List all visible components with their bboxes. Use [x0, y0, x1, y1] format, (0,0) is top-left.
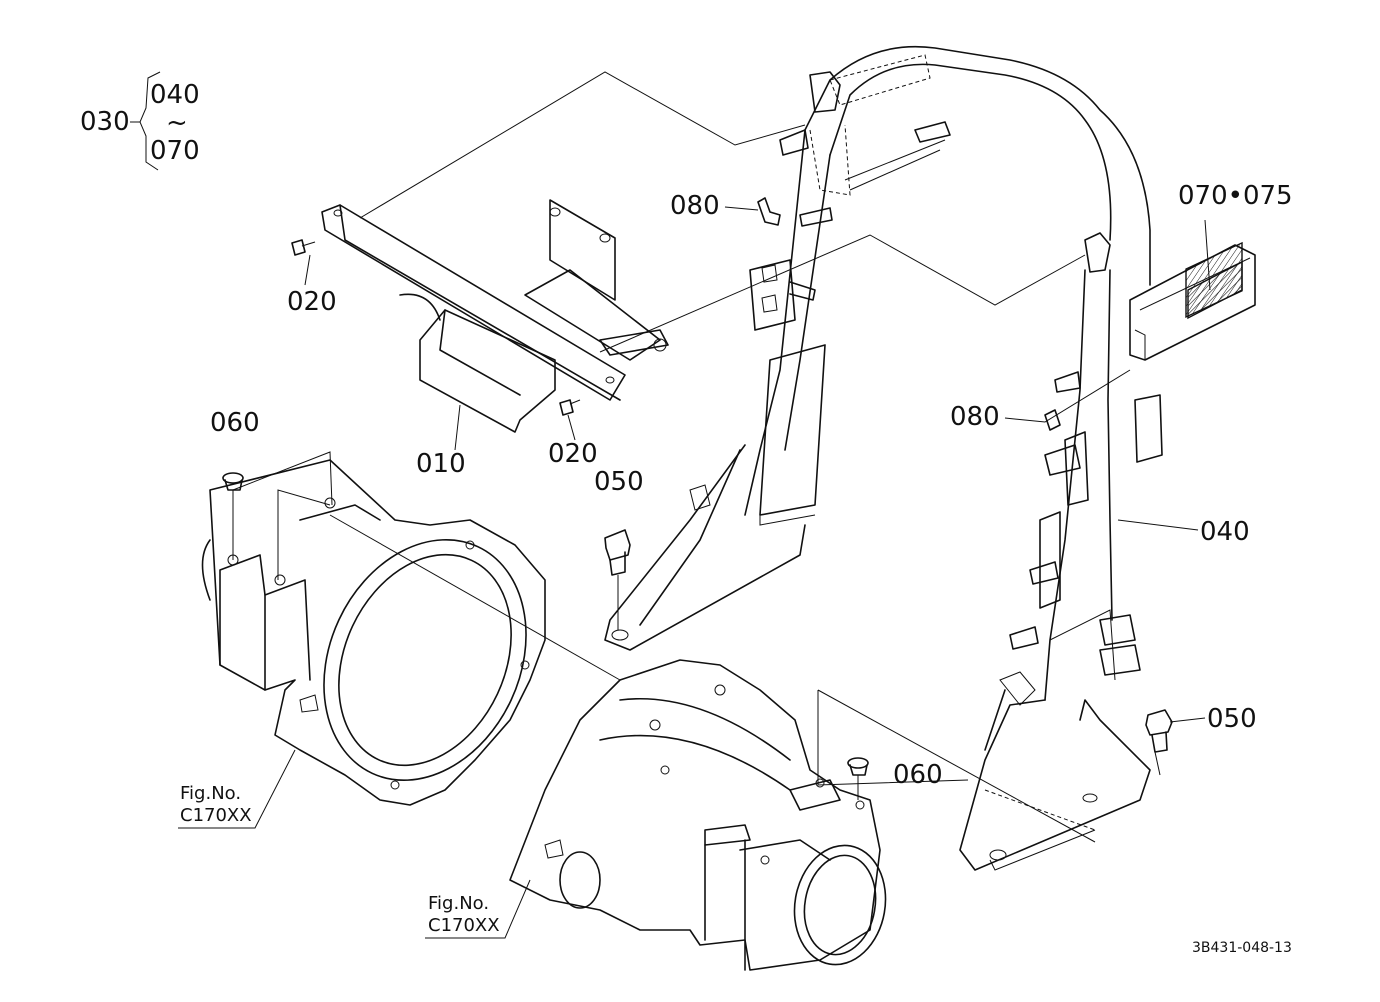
part-label-010: 010: [416, 449, 466, 479]
part-label-080-upper: 080: [670, 191, 720, 221]
part-label-080-lower: 080: [950, 402, 1000, 432]
part-label-050-right: 050: [1207, 704, 1257, 734]
figure-reference-bottom-line1: Fig.No.: [428, 893, 490, 914]
leader-lines: [178, 71, 1211, 939]
figure-reference-left-line1: Fig.No.: [180, 783, 242, 804]
clip-080-upper: [757, 197, 781, 226]
bracket-assembly-010: [321, 199, 669, 433]
bolt-050-left: [604, 529, 631, 576]
part-label-020-left: 020: [287, 287, 337, 317]
bolt-050-right: [1145, 709, 1173, 753]
figure-reference-left-line2: C170XX: [180, 805, 252, 826]
rops-frame: [604, 45, 1256, 871]
figure-reference-bottom: Fig.No. C170XX: [428, 893, 500, 937]
bolt-020-left: [291, 239, 316, 256]
tilde-range: ~: [166, 108, 188, 138]
transmission-case-left: [201, 459, 546, 806]
drawing-code: 3B431-048-13: [1192, 940, 1292, 956]
figure-reference-left: Fig.No. C170XX: [180, 783, 252, 827]
transmission-case-bottom: [509, 659, 887, 971]
part-label-030: 030: [80, 107, 130, 137]
part-label-050-left: 050: [594, 467, 644, 497]
figure-reference-bottom-line2: C170XX: [428, 915, 500, 936]
clip-080-lower: [1044, 409, 1061, 431]
part-label-040: 040: [1200, 517, 1250, 547]
bolt-020-right: [559, 399, 581, 416]
part-label-060-left: 060: [210, 408, 260, 438]
pin-060-right: [847, 757, 869, 776]
part-label-070-top: 070: [150, 136, 200, 166]
part-label-070-075: 070•075: [1178, 181, 1293, 211]
group-bracket-030: [130, 71, 161, 171]
part-label-060-right: 060: [893, 760, 943, 790]
part-label-020-right: 020: [548, 439, 598, 469]
part-label-040-top: 040: [150, 80, 200, 110]
